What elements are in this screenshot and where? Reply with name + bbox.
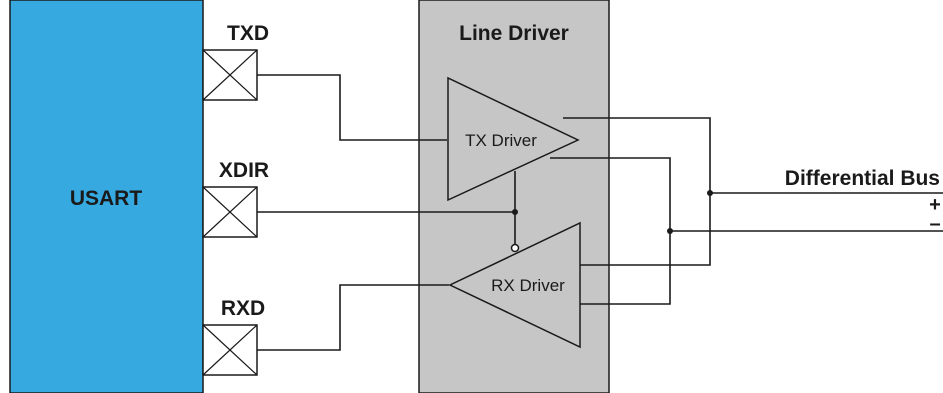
bus-minus-label: – xyxy=(929,213,940,235)
xdir-pin xyxy=(202,186,258,238)
bus-label: Differential Bus xyxy=(785,167,940,190)
junction-bus-minus xyxy=(667,228,673,234)
rx-in-plus-wire xyxy=(580,193,711,266)
rxd-label: RXD xyxy=(221,297,265,320)
bus-plus-label: + xyxy=(929,194,941,216)
txd-pin xyxy=(202,49,258,101)
wires xyxy=(257,74,943,351)
txd-label: TXD xyxy=(227,22,269,45)
rx-in-minus-wire xyxy=(580,231,671,305)
tx-driver-triangle xyxy=(447,76,580,202)
txd-wire xyxy=(257,74,447,141)
usart-block xyxy=(9,0,204,393)
xdir-label: XDIR xyxy=(219,159,269,182)
junctions xyxy=(512,190,713,234)
usart-label: USART xyxy=(70,187,143,210)
tx-driver-label: TX Driver xyxy=(465,131,537,150)
rxd-pin xyxy=(202,324,258,376)
rx-driver-label: RX Driver xyxy=(491,276,565,295)
line-driver-label: Line Driver xyxy=(459,22,569,45)
junction-bus-plus xyxy=(707,190,713,196)
rx-enable-bubble xyxy=(510,243,520,253)
tx-out-minus-wire xyxy=(550,157,671,231)
tx-out-plus-wire xyxy=(563,117,711,193)
junction-xdir xyxy=(512,209,518,215)
rx-driver-triangle xyxy=(448,221,581,349)
rxd-wire xyxy=(257,284,449,351)
